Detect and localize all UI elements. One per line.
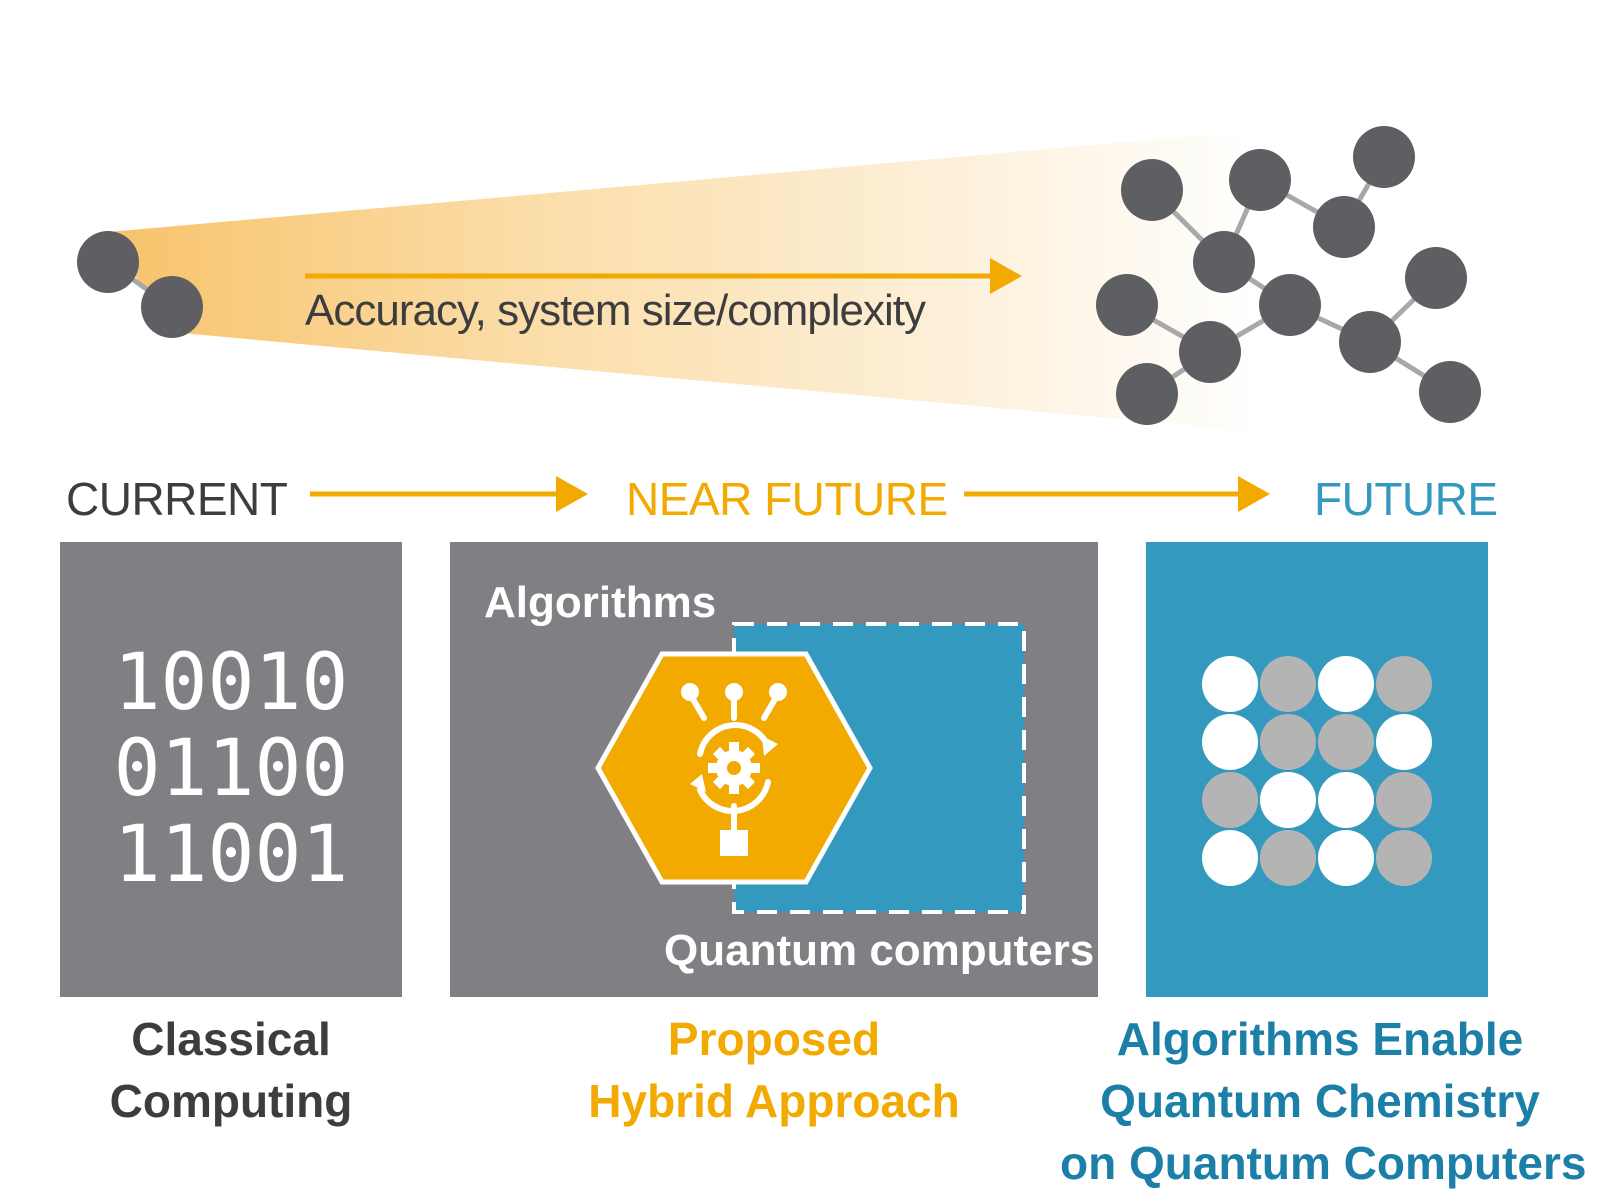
accuracy-label: Accuracy, system size/complexity bbox=[305, 286, 926, 335]
algorithm-gear-hexagon-icon bbox=[595, 651, 873, 885]
molecule-atoms bbox=[1096, 126, 1481, 425]
binary-line: 10010 bbox=[113, 638, 349, 728]
caption-classical: Classical Computing bbox=[60, 1008, 402, 1132]
future-panel bbox=[1146, 542, 1488, 997]
stage-arrow-2 bbox=[964, 476, 1270, 512]
caption-line: Proposed bbox=[667, 1013, 881, 1065]
binary-line: 01100 bbox=[113, 724, 349, 814]
binary-digits: 10010 01100 11001 bbox=[60, 640, 402, 898]
caption-line: Hybrid Approach bbox=[588, 1075, 960, 1127]
stage-label-future: FUTURE bbox=[1314, 473, 1498, 525]
binary-line: 11001 bbox=[113, 810, 349, 900]
caption-line: Algorithms Enable bbox=[1116, 1013, 1524, 1065]
algorithms-label: Algorithms bbox=[484, 578, 717, 627]
caption-future: Algorithms Enable Quantum Chemistry on Q… bbox=[1060, 1008, 1587, 1194]
qubit-grid-icon bbox=[1202, 656, 1432, 886]
caption-line: Quantum Chemistry bbox=[1100, 1075, 1540, 1127]
stage-label-current: CURRENT bbox=[66, 473, 288, 525]
caption-hybrid: Proposed Hybrid Approach bbox=[450, 1008, 1098, 1132]
stage-arrow-1 bbox=[310, 476, 588, 512]
classical-panel bbox=[60, 542, 402, 997]
complexity-cone bbox=[108, 132, 1260, 432]
accuracy-arrow bbox=[305, 258, 1022, 294]
caption-line: Classical bbox=[131, 1013, 331, 1065]
quantum-computers-label: Quantum computers bbox=[664, 926, 1095, 975]
stage-label-near-future: NEAR FUTURE bbox=[626, 473, 948, 525]
caption-line: on Quantum Computers bbox=[1060, 1137, 1587, 1189]
caption-line: Computing bbox=[109, 1075, 353, 1127]
diatomic-molecule-icon bbox=[77, 231, 203, 338]
